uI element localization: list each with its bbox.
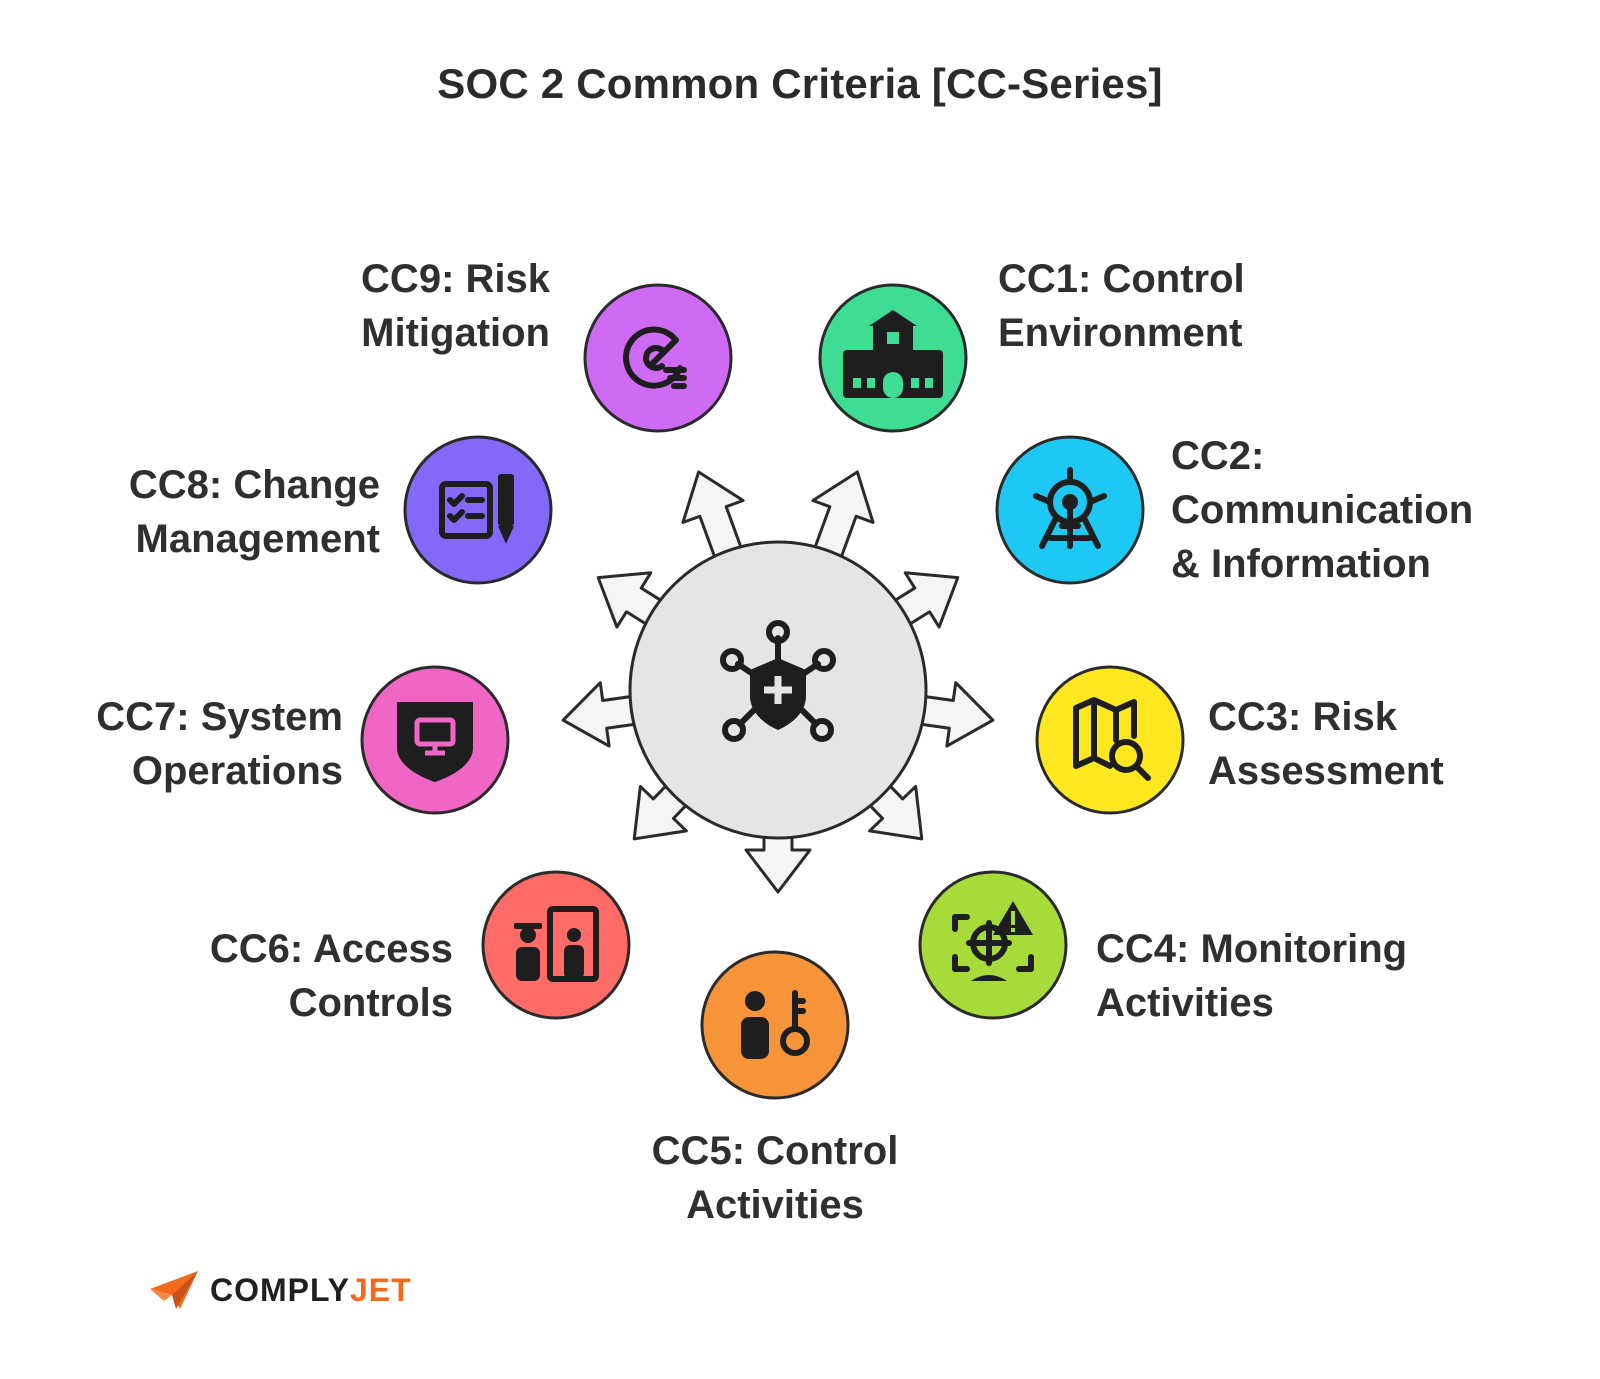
central-hub [628,540,928,840]
node-cc1 [818,283,968,433]
node-cc7 [360,665,510,815]
node-cc3 [1035,665,1185,815]
building-icon [843,310,943,398]
security-gate-icon [514,906,599,982]
radar-gauge-icon [623,326,687,389]
shield-monitor-icon [397,702,473,782]
network-shield-icon [720,620,836,742]
checklist-pen-icon [439,474,514,544]
monitor-alert-icon [952,901,1034,981]
diagram-title: SOC 2 Common Criteria [CC-Series] [437,60,1163,107]
person-key-icon [741,990,810,1059]
node-cc9 [583,283,733,433]
node-cc2 [995,435,1145,585]
node-cc6 [481,870,631,1020]
label-cc2: CC2:Communication& Information [1171,434,1474,586]
node-cc5 [700,950,850,1100]
network-tower-icon [1033,467,1107,549]
map-search-icon [1073,697,1151,781]
node-cc8 [403,435,553,585]
logo-wordmark: COMPLYJET [210,1271,412,1308]
node-cc4 [918,870,1068,1020]
paper-plane-icon [150,1271,198,1309]
complyjet-logo: COMPLYJET [150,1268,412,1312]
